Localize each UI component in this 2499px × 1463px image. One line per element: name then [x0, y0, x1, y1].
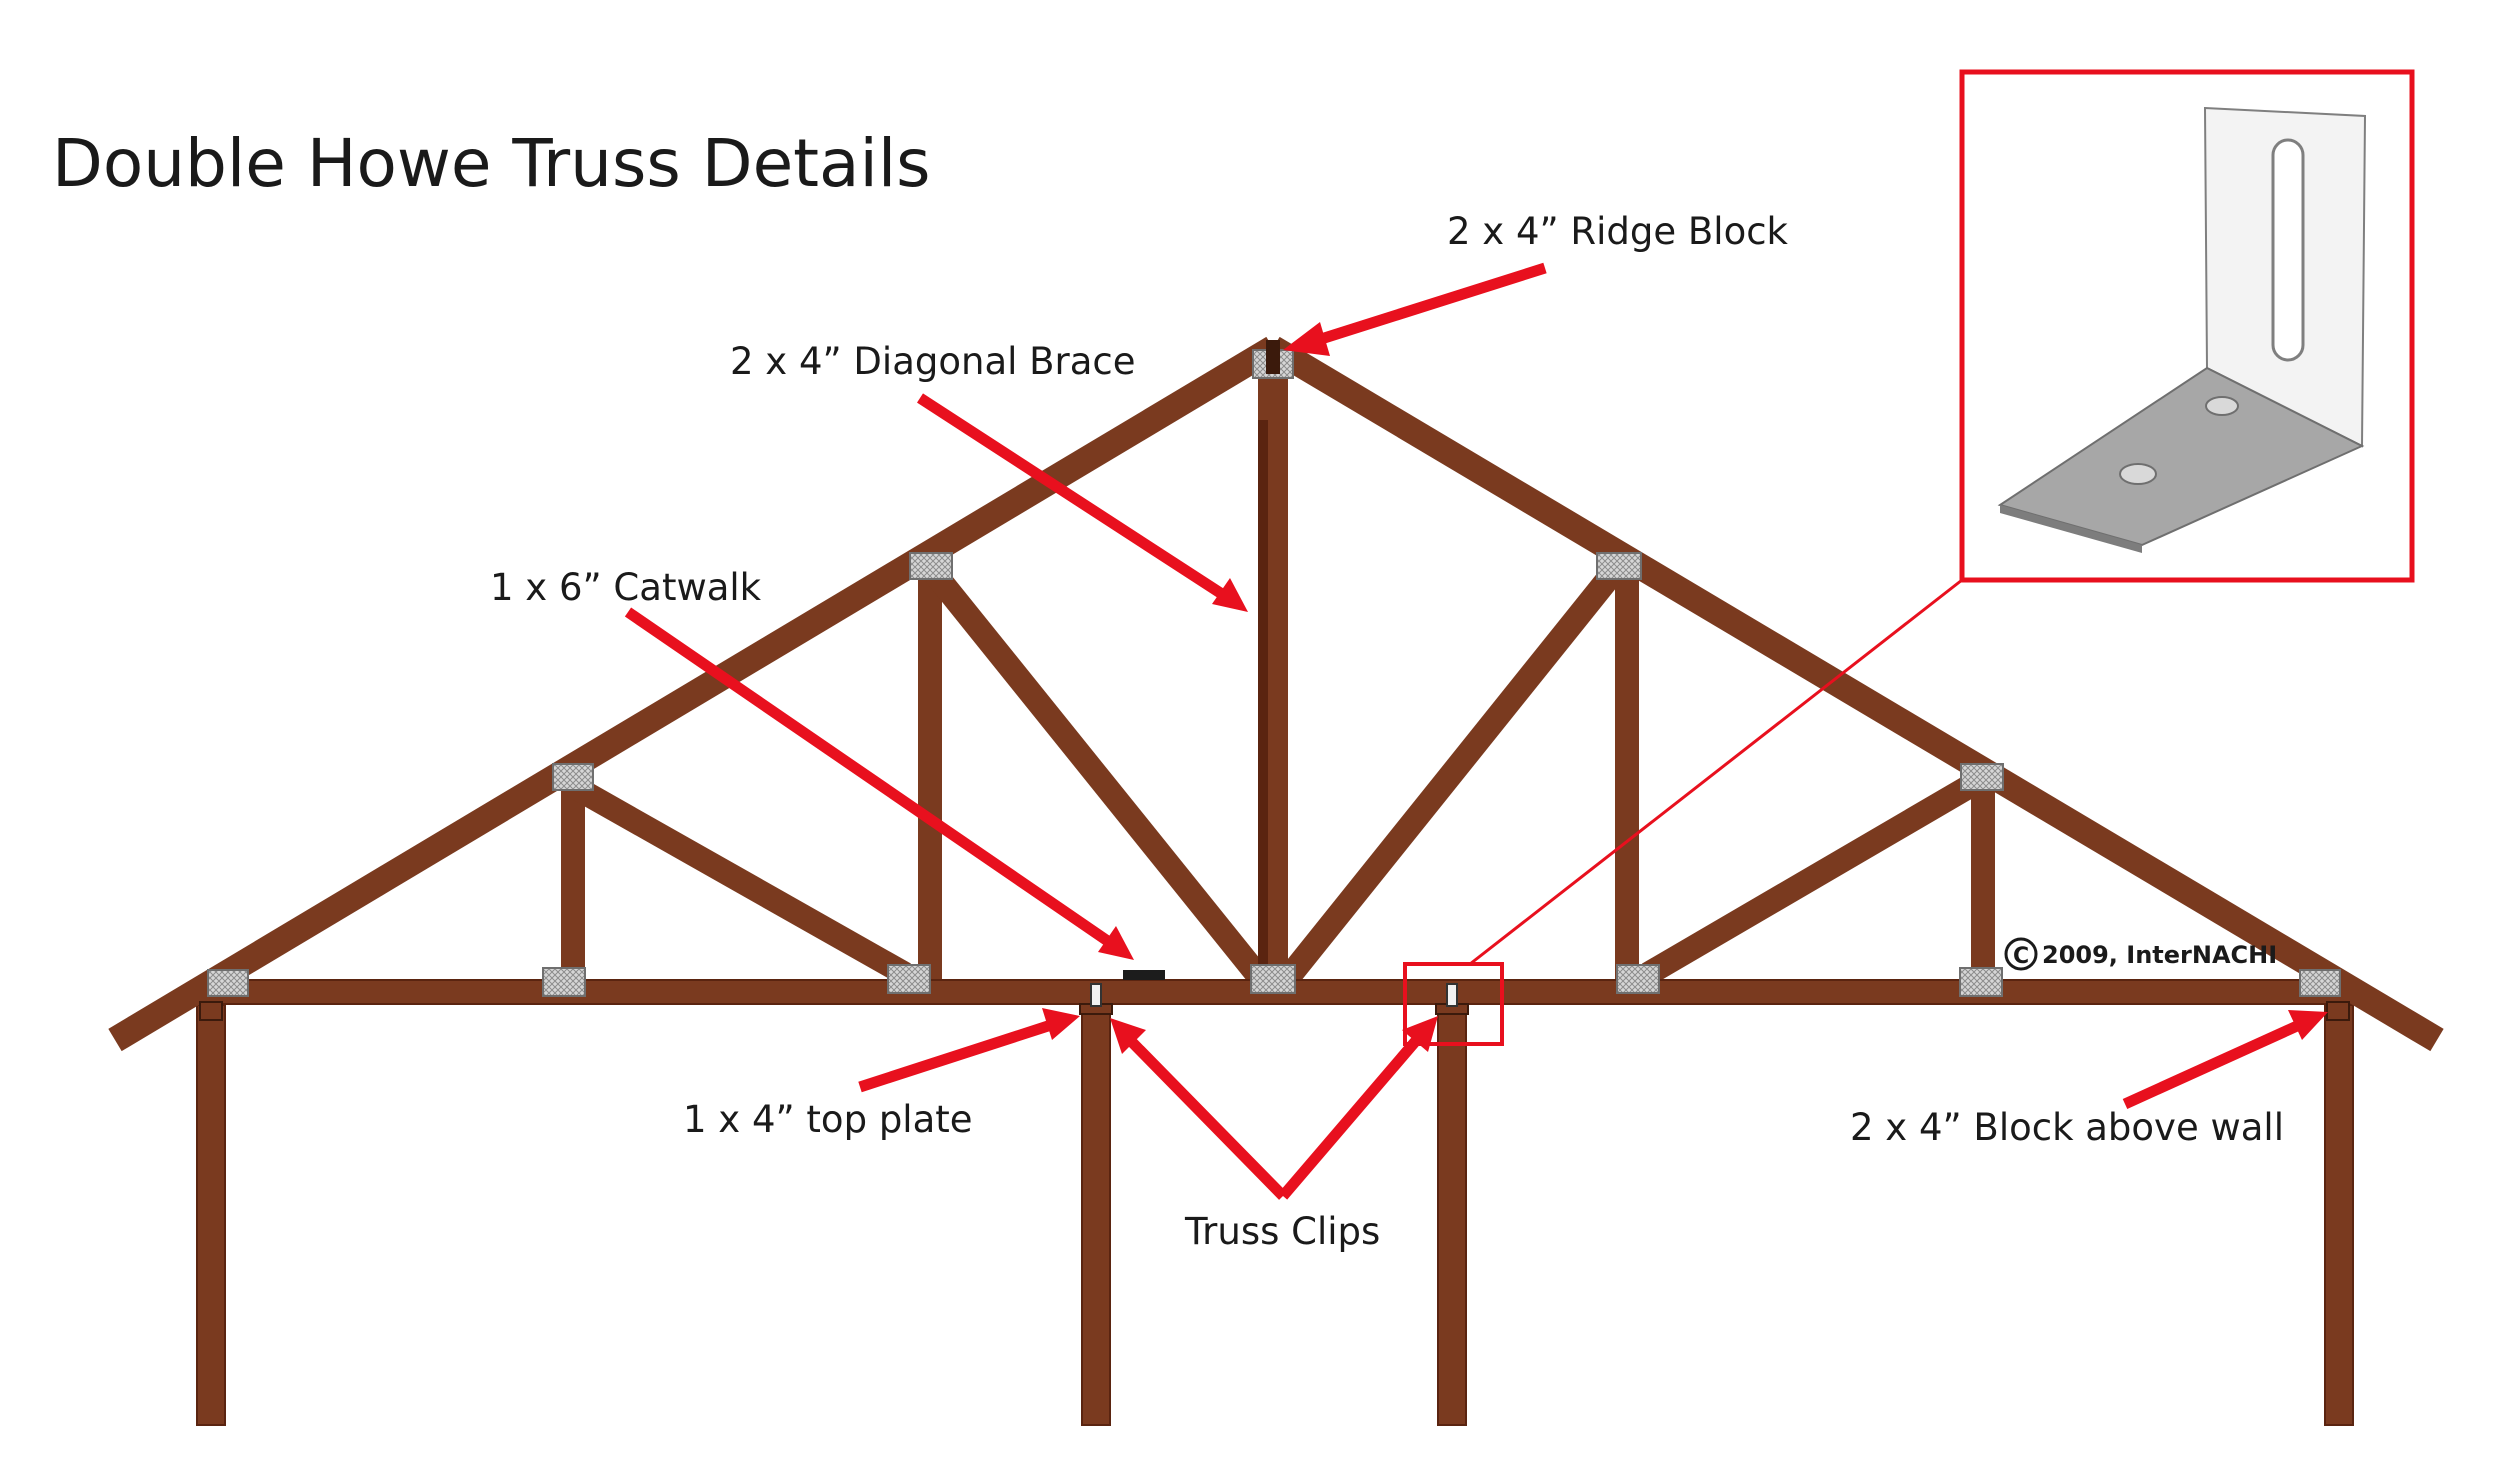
copyright-notice: C 2009, InterNACHI — [2004, 937, 2277, 971]
arrow-block-above-wall — [2122, 1010, 2328, 1110]
inset-connector-line — [1469, 578, 1963, 966]
web-diagonal-1 — [567, 775, 911, 985]
gusset-plate-bottom-center — [1250, 964, 1296, 994]
ridge-block — [1266, 340, 1280, 374]
label-catwalk: 1 x 6” Catwalk — [490, 566, 762, 609]
gusset-plate-left-upper — [909, 552, 953, 580]
gusset-plate-bottom-3 — [1616, 964, 1660, 994]
truss-clip-right — [1446, 983, 1458, 1007]
top-chord-left — [108, 336, 1280, 1052]
web-diagonal-4 — [1641, 775, 1977, 985]
block-above-wall-right — [2326, 1001, 2350, 1021]
arrow-ridge-block — [1283, 262, 1547, 356]
clip-edge — [2000, 505, 2142, 553]
clip-hole-upper — [2205, 396, 2239, 416]
truss-clip-inset — [1959, 69, 2415, 583]
gusset-plate-heel-right — [2299, 969, 2341, 997]
arrow-truss-clip-right — [1278, 1016, 1438, 1200]
top-chords — [108, 336, 2444, 1052]
callout-arrows — [624, 262, 2328, 1200]
wall-stud-center-right — [1437, 1009, 1467, 1426]
label-diagonal-brace: 2 x 4” Diagonal Brace — [730, 340, 1136, 383]
copyright-icon — [2004, 937, 2038, 971]
label-truss-clips: Truss Clips — [1184, 1210, 1380, 1253]
truss-clip-left — [1090, 983, 1102, 1007]
wall-stud-left — [196, 1004, 226, 1426]
clip-highlight-box — [1403, 962, 1504, 1046]
wall-stud-right — [2324, 1004, 2354, 1426]
wall-blocks — [199, 1001, 2350, 1021]
diagonal-brace-strip — [1258, 420, 1268, 975]
label-ridge-block: 2 x 4” Ridge Block — [1447, 210, 1789, 253]
web-diagonal-2 — [925, 566, 1270, 986]
gusset-plate-bottom-2 — [887, 964, 931, 994]
catwalk-board — [1123, 970, 1165, 980]
block-above-wall-left — [199, 1001, 223, 1021]
clip-slot — [2271, 138, 2305, 362]
clip-hole-lower — [2119, 463, 2157, 485]
gusset-plate-right-upper — [1596, 552, 1642, 580]
gusset-plate-left-lower — [552, 763, 594, 791]
arrow-diagonal-brace — [917, 393, 1248, 612]
arrow-catwalk — [624, 607, 1134, 960]
copyright-text: 2009, InterNACHI — [2042, 941, 2277, 969]
gusset-plate-bottom-1 — [542, 967, 586, 997]
gusset-plate-bottom-4 — [1959, 967, 2003, 997]
wall-stud-center-left — [1081, 1009, 1111, 1426]
diagram-title: Double Howe Truss Details — [52, 125, 931, 202]
label-block-above-wall: 2 x 4” Block above wall — [1850, 1106, 2284, 1149]
copyright-icon-glyph: C — [2013, 944, 2029, 969]
truss-webs — [561, 360, 1995, 986]
gusset-plate-heel-left — [207, 969, 249, 997]
web-diagonal-3 — [1278, 566, 1622, 986]
gusset-plate-right-lower — [1960, 763, 2004, 791]
arrow-top-plate — [858, 1008, 1080, 1093]
label-top-plate: 1 x 4” top plate — [683, 1098, 973, 1141]
top-chord-right — [1266, 336, 2444, 1052]
truss-clips — [1090, 983, 1458, 1007]
arrow-truss-clip-left — [1110, 1018, 1287, 1200]
